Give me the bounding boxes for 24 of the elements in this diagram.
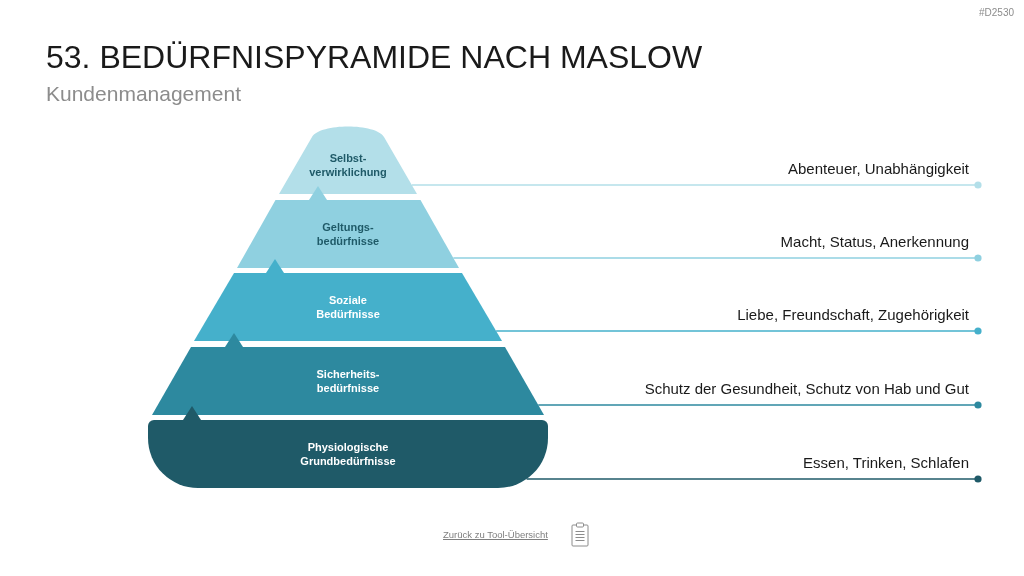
description-text: Macht, Status, Anerkennung [780,232,969,252]
pyramid-layer [148,420,548,488]
description-text: Abenteuer, Unabhängigkeit [788,159,969,179]
pyramid-layer [279,126,417,194]
pyramid-layer [237,200,459,268]
pyramid-layer [152,347,544,415]
level-label: Geltungs- bedürfnisse [316,220,380,248]
connector-line [495,327,982,335]
connector-line [452,254,982,262]
slide-id: #D2530 [978,6,1014,20]
subtitle: Kundenmanagement [46,81,241,107]
connector-line [525,475,982,483]
level-label: Sicherheits- bedürfnisse [316,367,380,395]
pyramid-layer [194,273,502,341]
description-text: Schutz der Gesundheit, Schutz von Hab und Gut [644,379,969,399]
level-label: Selbst- verwirklichung [309,151,387,179]
level-label: Soziale Bedürfnisse [316,293,380,321]
title: 53. BEDÜRFNISPYRAMIDE NACH MASLOW [46,38,703,77]
description-text: Liebe, Freundschaft, Zugehörigkeit [737,305,969,325]
connector-line [537,401,982,409]
description-text: Essen, Trinken, Schlafen [803,453,969,473]
connector-line [411,181,982,189]
level-label: Physiologische Grundbedürfnisse [300,440,396,468]
back-link: Zurück zu Tool-Übersicht [443,528,548,542]
